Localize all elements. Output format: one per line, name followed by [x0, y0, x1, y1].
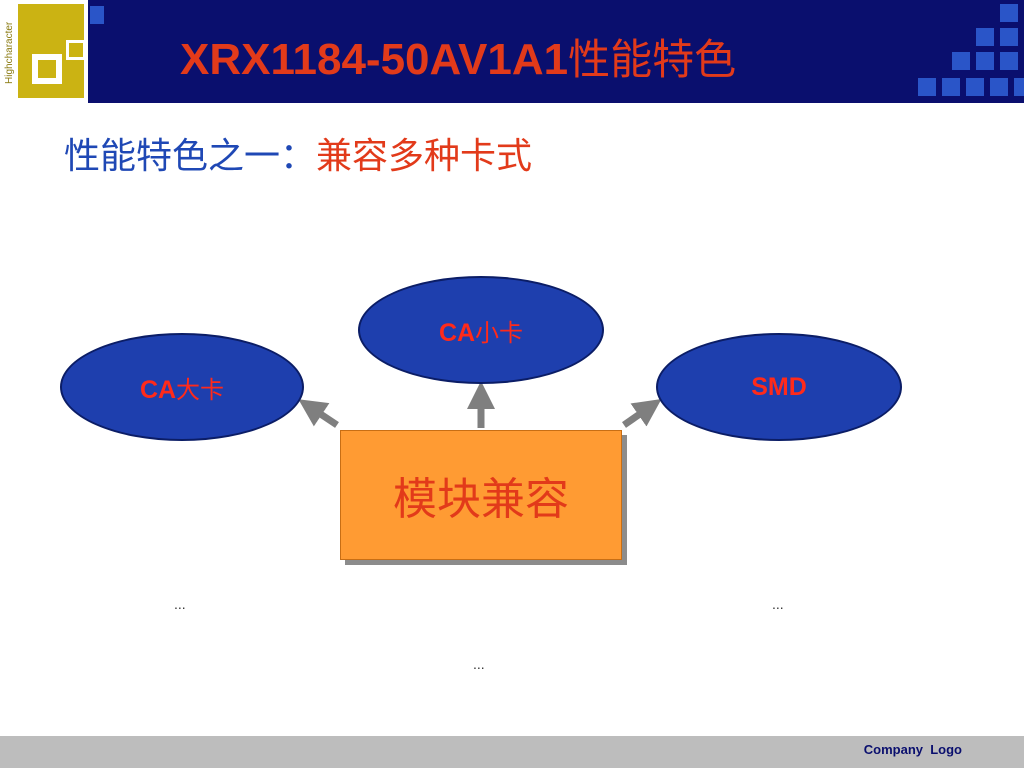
title-suffix: 性能特色	[568, 35, 737, 84]
section-subtitle: 性能特色之一：兼容多种卡式	[64, 132, 532, 182]
ellipsis-bottom: ...	[473, 656, 485, 672]
node-smd: SMD	[656, 333, 902, 441]
small-square-icon	[90, 6, 104, 24]
node-ca-small: CA小卡	[358, 276, 604, 384]
title-model: XRX1184-50AV1A1	[180, 35, 569, 84]
node-ca-large: CA大卡	[60, 333, 304, 441]
node-ca-small-label: CA小卡	[438, 318, 524, 347]
arrow-to-smd	[622, 399, 662, 428]
company-logo-text: Company Logo	[863, 742, 962, 757]
footer-bar: Company Logo	[0, 736, 1024, 768]
subtitle-emphasis: 兼容多种卡式	[316, 136, 533, 177]
brand-logo-graphic	[18, 4, 86, 98]
center-label: 模块兼容	[393, 474, 569, 525]
subtitle-prefix: 性能特色之一：	[64, 136, 317, 177]
node-smd-label: SMD	[751, 372, 807, 401]
ellipsis-right: ...	[772, 596, 784, 612]
node-ca-large-label: CA大卡	[139, 375, 225, 404]
ellipsis-left: ...	[174, 596, 186, 612]
header-bar: Highcharacter XRX1184-50AV1A1性能特色	[0, 0, 1024, 103]
brand-logo: Highcharacter	[0, 0, 88, 103]
center-module-box: 模块兼容	[340, 430, 622, 560]
arrow-to-ca-large	[298, 399, 339, 428]
decorative-grid-icon	[918, 4, 1024, 96]
page-title: XRX1184-50AV1A1性能特色	[180, 30, 736, 90]
